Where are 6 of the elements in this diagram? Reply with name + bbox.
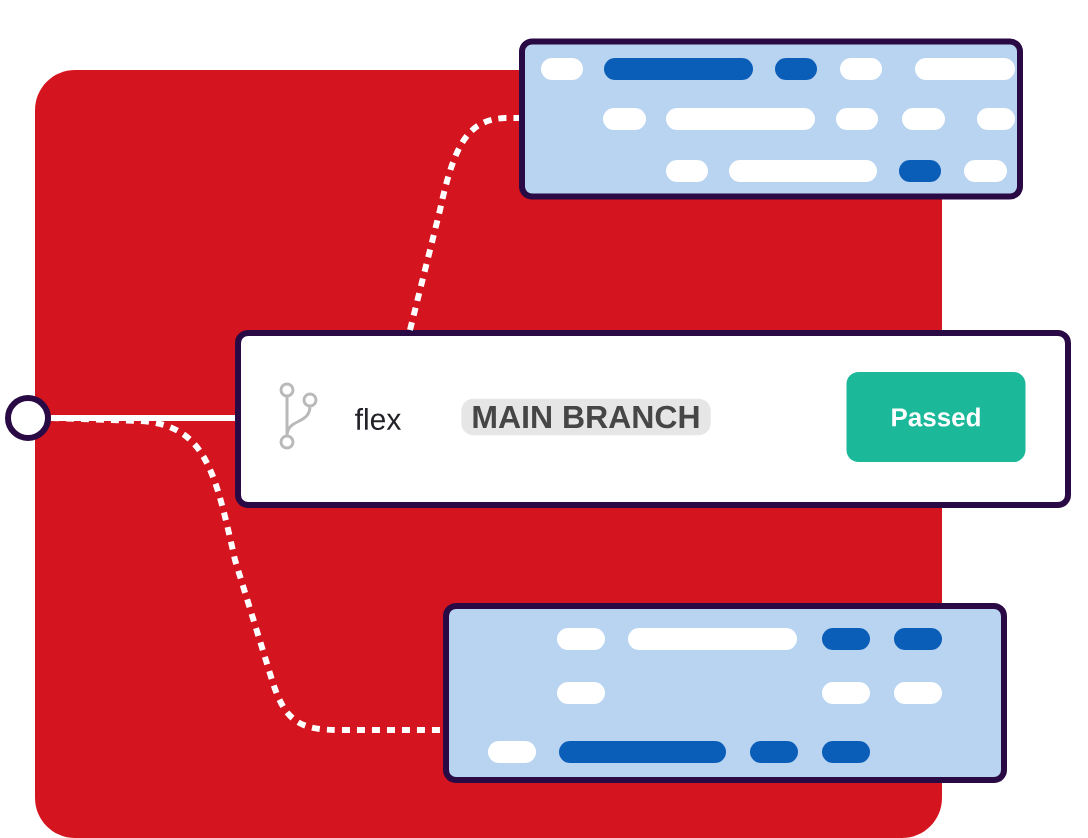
connector-line [407, 115, 519, 331]
junction-circle [5, 395, 51, 441]
connector-line [50, 415, 443, 733]
repo-label: flex [355, 408, 401, 430]
status-button: Passed [846, 372, 1026, 462]
branch-badge: MAIN BRANCH [461, 398, 711, 436]
